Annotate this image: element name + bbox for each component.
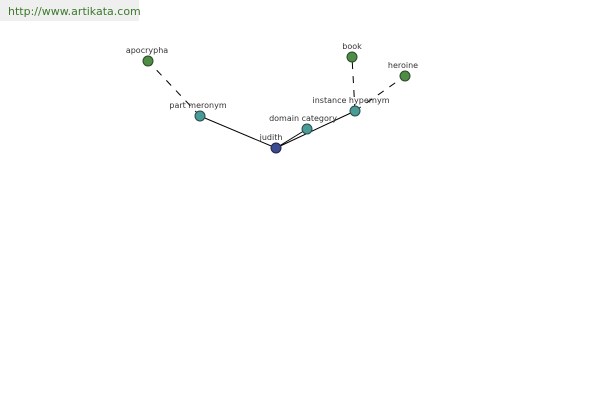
node-apocrypha-dot[interactable]	[142, 55, 154, 67]
node-heroine[interactable]: heroine	[388, 61, 418, 82]
node-domain-category[interactable]: domain category	[269, 114, 337, 135]
node-part-meronym-dot[interactable]	[194, 110, 206, 122]
node-judith-dot[interactable]	[270, 142, 282, 154]
node-book-label[interactable]: book	[342, 42, 362, 51]
site-banner: http://www.artikata.com	[0, 0, 141, 21]
node-book[interactable]: book	[342, 42, 362, 63]
edge-instance-hypernym-heroine	[354, 75, 406, 112]
node-domain-category-dot[interactable]	[301, 123, 313, 135]
node-part-meronym-label[interactable]: part meronym	[169, 101, 226, 110]
site-url-link[interactable]: http://www.artikata.com	[8, 5, 141, 18]
node-judith-label[interactable]: judith	[259, 133, 283, 142]
node-part-meronym[interactable]: part meronym	[169, 101, 227, 122]
node-instance-hypernym-label[interactable]: instance hypernym	[313, 96, 390, 105]
node-instance-hypernym[interactable]: instance hypernym	[313, 96, 390, 117]
node-heroine-label[interactable]: heroine	[388, 61, 418, 70]
edge-instance-hypernym-book	[351, 56, 356, 112]
node-heroine-dot[interactable]	[399, 70, 411, 82]
node-judith[interactable]: judith	[259, 133, 283, 154]
node-domain-category-label[interactable]: domain category	[269, 114, 337, 123]
edge-judith-instance-hypernym	[275, 110, 356, 149]
node-instance-hypernym-dot[interactable]	[349, 105, 361, 117]
node-apocrypha-label[interactable]: apocrypha	[126, 46, 168, 55]
edge-judith-part-meronym	[199, 115, 277, 149]
node-book-dot[interactable]	[346, 51, 358, 63]
node-apocrypha[interactable]: apocrypha	[126, 46, 168, 67]
edge-judith-domain-category	[275, 128, 308, 149]
